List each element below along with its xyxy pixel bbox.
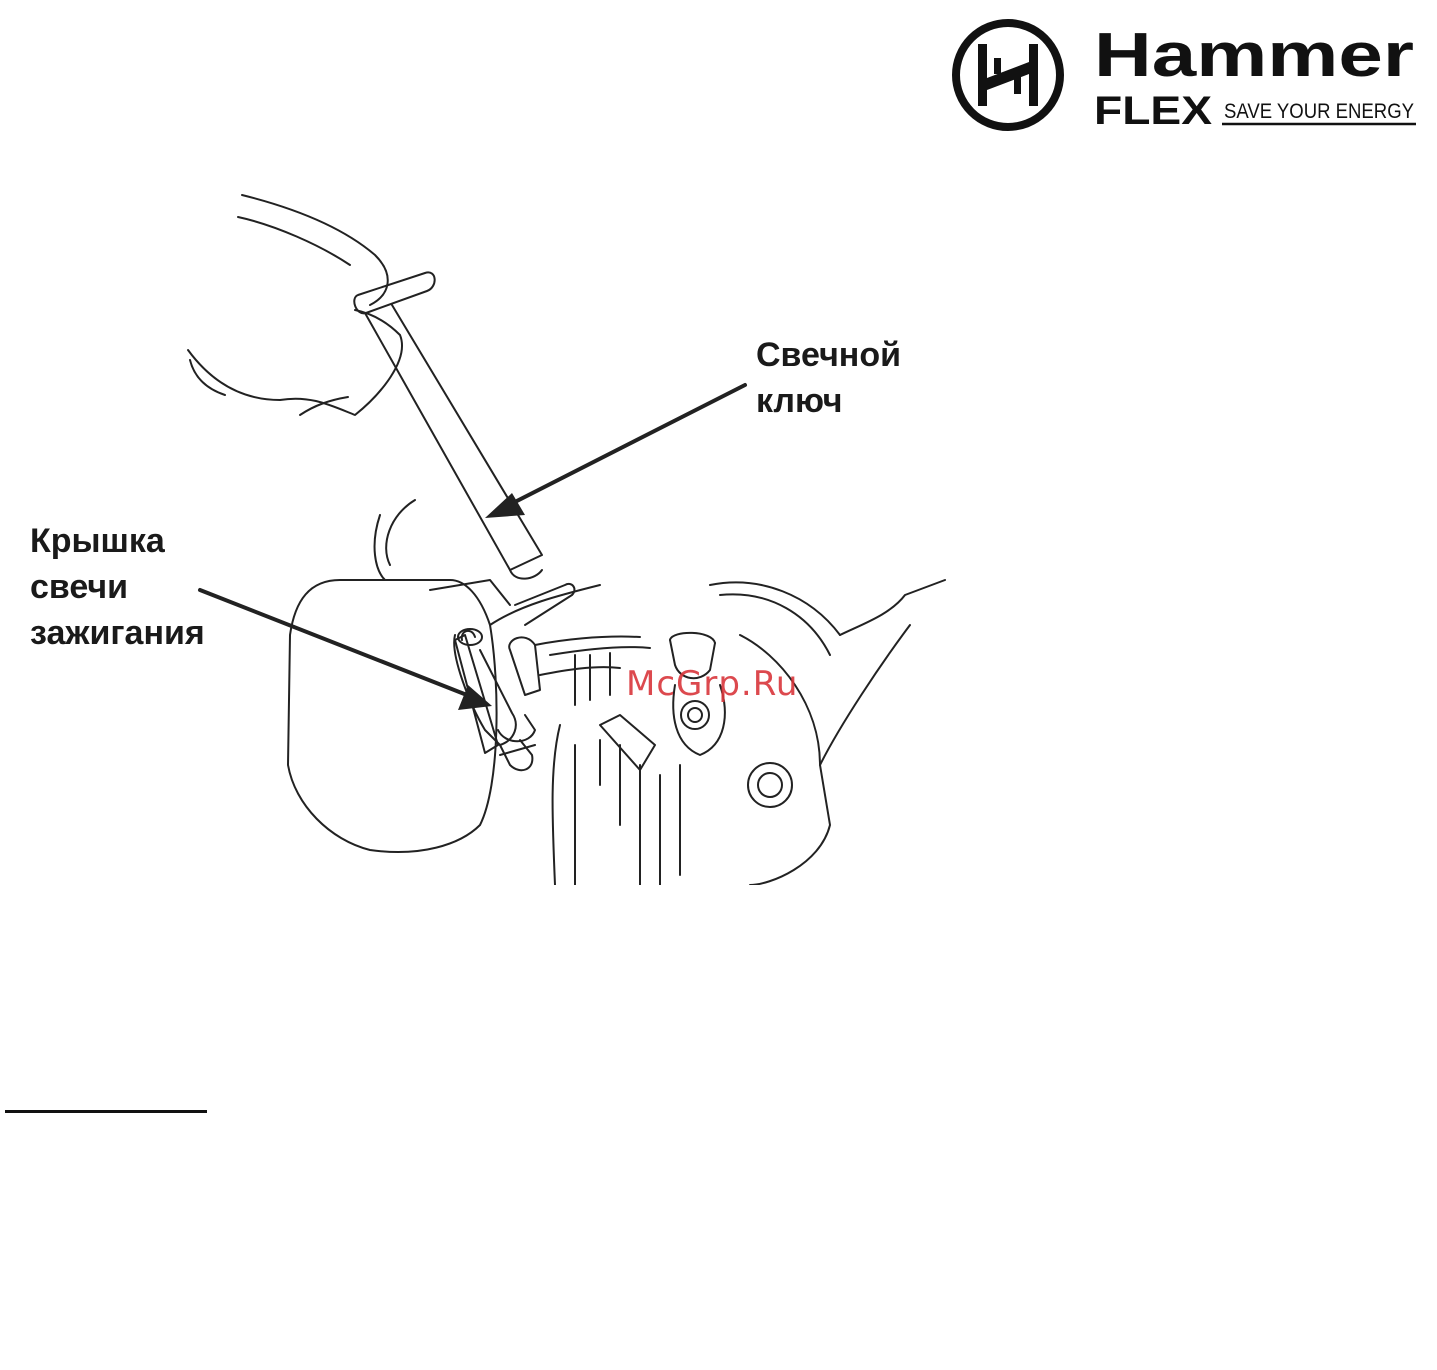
spark-plug-illustration bbox=[180, 185, 960, 885]
callout-arrow-cap bbox=[200, 590, 492, 710]
callout-spark-plug-cap: Крышка свечи зажигания bbox=[30, 518, 205, 656]
hand-drawing bbox=[188, 195, 402, 415]
callout-arrow-wrench bbox=[485, 385, 745, 518]
brand-logo: Hammer FLEX SAVE YOUR ENERGY bbox=[950, 18, 1420, 133]
brand-tagline: SAVE YOUR ENERGY bbox=[1224, 100, 1414, 123]
callout-line: свечи bbox=[30, 564, 205, 610]
footnote-divider bbox=[5, 1110, 207, 1113]
watermark: McGrp.Ru bbox=[626, 664, 798, 704]
callout-line: ключ bbox=[756, 378, 901, 424]
callout-line: Крышка bbox=[30, 518, 205, 564]
brand-name: Hammer bbox=[1094, 21, 1414, 90]
callout-spark-plug-wrench: Свечной ключ bbox=[756, 332, 901, 424]
hammer-logo-icon bbox=[956, 23, 1060, 127]
engine-drawing bbox=[288, 500, 945, 885]
callout-line: Свечной bbox=[756, 332, 901, 378]
brand-line: FLEX bbox=[1094, 89, 1212, 133]
callout-line: зажигания bbox=[30, 610, 205, 656]
spark-plug-wrench bbox=[365, 305, 542, 579]
